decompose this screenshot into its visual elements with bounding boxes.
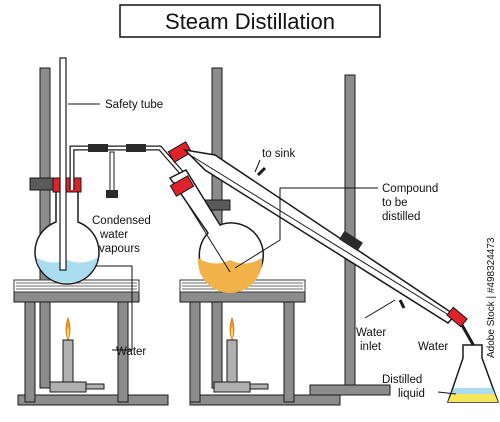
left-stand-base bbox=[17, 394, 169, 406]
label-compound: Compound to be distilled bbox=[234, 183, 438, 269]
to-sink-label: to sink bbox=[262, 148, 295, 160]
label-water-left: Water bbox=[95, 265, 146, 358]
water-left-label: Water bbox=[116, 346, 146, 358]
middle-gas-inlet bbox=[249, 383, 269, 390]
condenser-inner-tube bbox=[189, 154, 461, 323]
left-burner-tube bbox=[62, 339, 74, 383]
label-safety-tube: Safety tube bbox=[68, 99, 163, 111]
condensed-label-1: Condensed bbox=[92, 215, 151, 227]
left-flask-clamp bbox=[52, 177, 82, 193]
distilled-label-2: liquid bbox=[398, 388, 425, 400]
condenser-clamp bbox=[339, 230, 363, 252]
left-tripod-leg-2 bbox=[117, 301, 129, 403]
water-inlet-label-2: inlet bbox=[360, 341, 382, 353]
distilled-pointer bbox=[437, 391, 457, 395]
water-left-pointer bbox=[95, 265, 133, 351]
left-gas-inlet bbox=[85, 383, 105, 390]
water-trap-tube bbox=[109, 151, 115, 193]
right-stand-base bbox=[309, 384, 391, 396]
label-water-right: Water bbox=[418, 341, 448, 353]
left-tripod-leg-1 bbox=[24, 301, 36, 403]
left-bunsen-burner bbox=[49, 316, 105, 393]
receiving-flask bbox=[446, 344, 500, 403]
distilled-label-1: Distilled bbox=[382, 374, 422, 386]
middle-flask-compound bbox=[197, 258, 262, 293]
left-flame-inner bbox=[67, 326, 69, 339]
water-inlet-pointer bbox=[364, 299, 396, 319]
condensed-label-2: water bbox=[99, 229, 128, 241]
label-water-inlet: Water inlet bbox=[356, 299, 396, 353]
delivery-tube-inner bbox=[70, 146, 196, 190]
compound-label-1: Compound bbox=[382, 183, 438, 195]
page-title: Steam Distillation bbox=[165, 9, 335, 34]
middle-tripod-leg-2 bbox=[283, 301, 295, 403]
label-distilled: Distilled liquid bbox=[382, 374, 457, 400]
compound-flask bbox=[167, 141, 265, 293]
right-stand-rod bbox=[344, 74, 356, 386]
middle-burner-tube bbox=[226, 339, 238, 383]
water-inlet-label-1: Water bbox=[356, 327, 386, 339]
to-sink-pointer bbox=[254, 159, 261, 173]
liebig-condenser bbox=[182, 148, 477, 349]
compound-pointer bbox=[234, 187, 378, 269]
left-flask-glass bbox=[34, 189, 100, 285]
title-group: Steam Distillation bbox=[119, 4, 381, 38]
middle-flask-clamp bbox=[169, 175, 195, 197]
adapter-tip bbox=[460, 324, 477, 349]
label-condensed: Condensed water vapours bbox=[92, 215, 151, 255]
adapter-joint bbox=[446, 306, 468, 328]
middle-flame-inner bbox=[231, 326, 233, 339]
middle-burner-base bbox=[213, 381, 251, 393]
safety-tube-label: Safety tube bbox=[105, 99, 163, 111]
right-retort-stand bbox=[309, 74, 391, 396]
steam-delivery-tube bbox=[69, 144, 197, 198]
compound-label-3: distilled bbox=[382, 211, 420, 223]
safety-tube bbox=[59, 57, 67, 271]
title-box bbox=[119, 4, 381, 38]
water-trap-pinchcock bbox=[106, 190, 118, 198]
rubber-joint-1 bbox=[88, 144, 108, 152]
stock-watermark: Adobe Stock | #498324473 bbox=[486, 237, 497, 358]
label-to-sink: to sink bbox=[254, 148, 295, 173]
condenser-ports bbox=[256, 166, 406, 309]
safety-tube-glass bbox=[59, 57, 67, 271]
water-right-label: Water bbox=[418, 341, 448, 353]
rubber-joint-2 bbox=[126, 144, 146, 152]
middle-flask-stopper bbox=[167, 141, 193, 163]
middle-bunsen-burner bbox=[213, 316, 269, 393]
distilled-water-layer bbox=[451, 388, 495, 394]
middle-tripod-leg-1 bbox=[189, 301, 201, 403]
compound-label-2: to be bbox=[382, 197, 408, 209]
steam-inlet-tube bbox=[173, 181, 231, 273]
left-tripod-top bbox=[13, 291, 140, 303]
middle-stand-base bbox=[189, 394, 341, 406]
left-flask-water bbox=[37, 258, 97, 283]
left-tripod bbox=[13, 279, 140, 403]
left-burner-base bbox=[49, 381, 87, 393]
middle-tripod-top bbox=[179, 291, 306, 303]
condensed-label-3: vapours bbox=[99, 243, 140, 255]
